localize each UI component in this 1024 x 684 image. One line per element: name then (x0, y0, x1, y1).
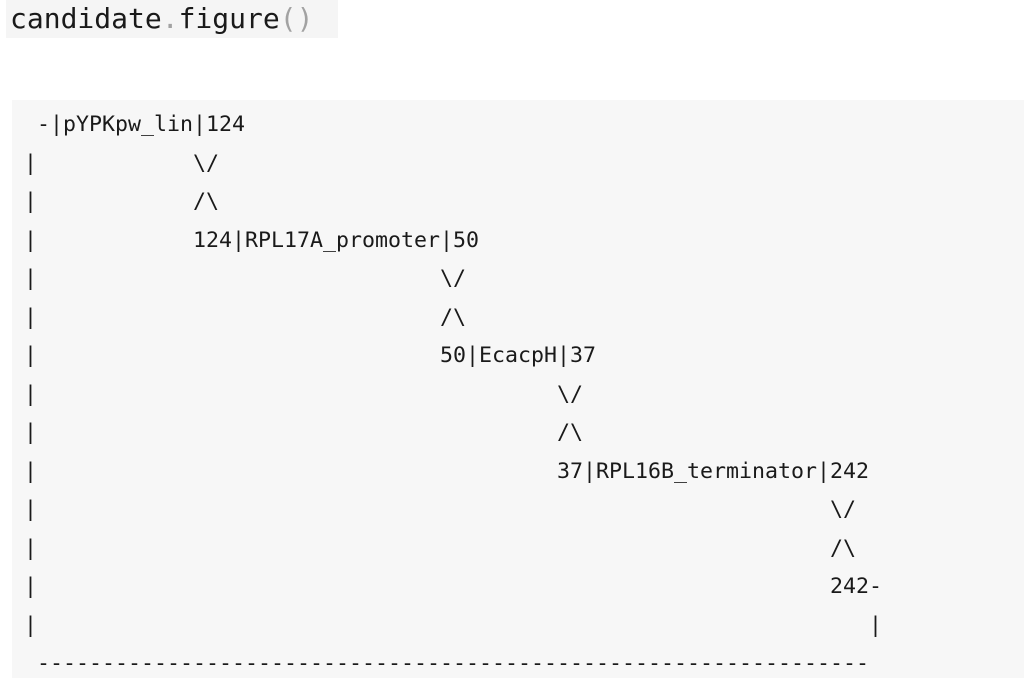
figure-line: | 242- (24, 574, 883, 599)
figure-line: ----------------------------------------… (24, 651, 870, 676)
figure-line: | /\ (24, 420, 584, 445)
code-dot: . (161, 2, 179, 35)
figure-line: | 124|RPL17A_promoter|50 (24, 227, 480, 253)
code-parens: () (279, 2, 314, 35)
output-cell (12, 100, 1024, 678)
figure-line: | \/ (24, 150, 220, 176)
figure-line: | \/ (24, 266, 467, 291)
figure-line: | \/ (24, 381, 584, 407)
code-method-name: figure (178, 2, 280, 35)
code-input-cell[interactable]: candidate.figure() (6, 0, 338, 38)
figure-line: -|pYPKpw_lin|124 (24, 112, 246, 137)
figure-line: | \/ (24, 497, 857, 522)
figure-line: | 50|EcacpH|37 (24, 343, 597, 368)
figure-line: | /\ (24, 189, 220, 214)
assembly-figure-output: -|pYPKpw_lin|124 | \/ | /\ | 124|RPL17A_… (24, 106, 882, 684)
figure-line: | /\ (24, 535, 857, 561)
code-object-name: candidate (10, 2, 162, 35)
figure-line: | /\ (24, 304, 467, 330)
figure-line: | | (24, 612, 883, 638)
figure-line: | 37|RPL16B_terminator|242 (24, 458, 870, 484)
